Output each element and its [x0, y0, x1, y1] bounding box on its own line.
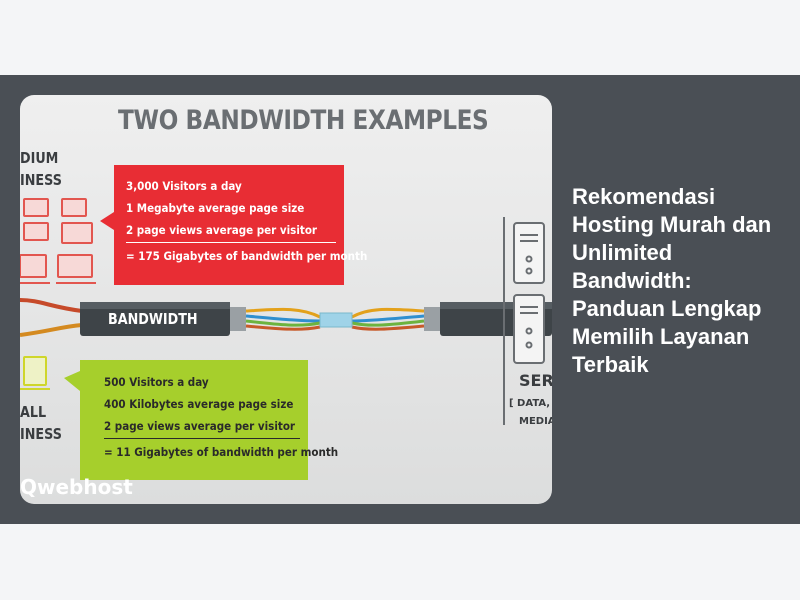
green-line-3: 2 page views average per visitor	[104, 419, 296, 433]
red-callout-shape	[100, 165, 344, 285]
server-label: SERV	[519, 371, 552, 390]
server-sub-line-2: MEDIA,	[519, 416, 552, 427]
red-line-3: 2 page views average per visitor	[126, 223, 318, 237]
bandwidth-illustration	[20, 165, 552, 480]
red-result: = 175 Gigabytes of bandwidth per month	[126, 249, 368, 263]
medium-laptops	[20, 198, 96, 284]
green-divider	[104, 438, 300, 439]
small-label-line-2: INESS	[20, 425, 62, 443]
server-sublabel: [ DATA, W MEDIA,	[509, 395, 552, 431]
green-callout: 500 Visitors a day 400 Kilobytes average…	[104, 371, 339, 463]
cable-label: BANDWIDTH	[108, 310, 198, 328]
medium-business-label: DIUM INESS	[20, 147, 62, 191]
server-rack	[503, 217, 545, 425]
medium-label-line-1: DIUM	[20, 149, 59, 167]
small-label-line-1: ALL	[20, 403, 47, 421]
article-image[interactable]: TWO BANDWIDTH EXAMPLES DIUM INESS ALL IN…	[20, 95, 552, 504]
article-headline[interactable]: Rekomendasi Hosting Murah dan Unlimited …	[572, 184, 772, 377]
cable-wires	[245, 307, 425, 331]
red-line-2: 1 Megabyte average page size	[126, 201, 305, 215]
watermark-logo: Qwebhost	[20, 475, 133, 499]
server-sub-line-1: [ DATA, W	[509, 398, 552, 409]
medium-label-line-2: INESS	[20, 171, 62, 189]
small-laptop	[20, 356, 50, 390]
green-result: = 11 Gigabytes of bandwidth per month	[104, 445, 339, 459]
image-title: TWO BANDWIDTH EXAMPLES	[118, 105, 489, 136]
small-business-label: ALL INESS	[20, 401, 62, 445]
green-line-1: 500 Visitors a day	[104, 375, 209, 389]
red-line-1: 3,000 Visitors a day	[126, 179, 242, 193]
green-callout-shape	[64, 360, 308, 480]
content-band: TWO BANDWIDTH EXAMPLES DIUM INESS ALL IN…	[0, 75, 800, 524]
green-line-2: 400 Kilobytes average page size	[104, 397, 294, 411]
red-divider	[126, 242, 336, 243]
red-callout: 3,000 Visitors a day 1 Megabyte average …	[126, 175, 368, 267]
